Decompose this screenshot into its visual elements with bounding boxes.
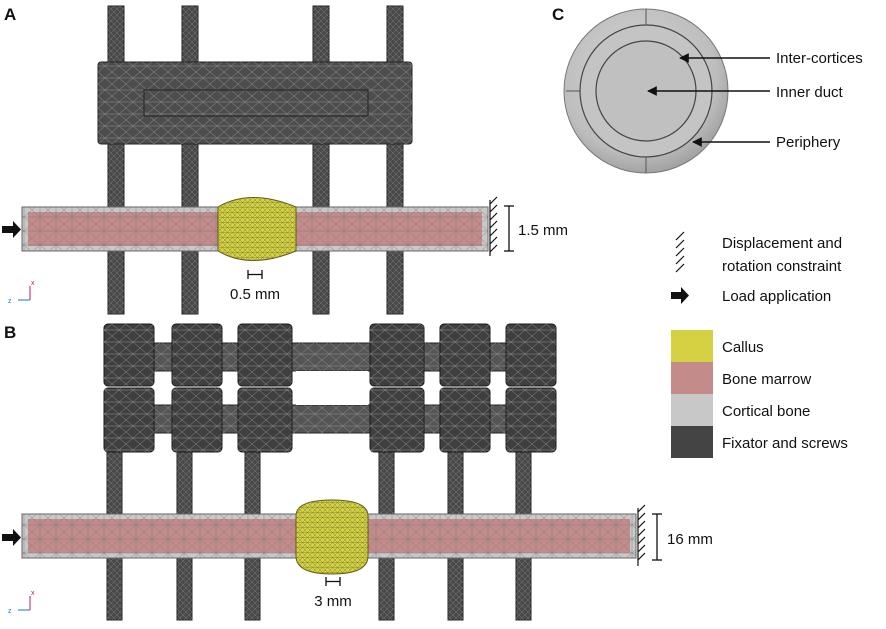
- axis-x-label: x: [31, 280, 35, 287]
- panel-b-gap-label: 3 mm: [314, 593, 352, 610]
- legend-swatch-cortical-bone: [671, 394, 713, 426]
- panel-b-diameter-dimension: [652, 513, 662, 561]
- legend-swatch-fixator: [671, 426, 713, 458]
- clamp-mesh: [104, 324, 154, 386]
- panel-a-diameter-dimension: [504, 205, 514, 252]
- panel-a-screws: [107, 5, 404, 315]
- clamp-mesh: [172, 388, 222, 452]
- fixator-window: [296, 371, 368, 405]
- legend-load-arrow-icon: [671, 287, 689, 304]
- callus-mesh: [218, 197, 296, 261]
- panel-b-bone: [21, 499, 637, 575]
- legend-constraint-label-2: rotation constraint: [722, 258, 842, 275]
- panel-a-bone: [21, 197, 489, 261]
- legend-swatch-bone-marrow: [671, 362, 713, 394]
- screw-mesh: [182, 6, 198, 314]
- clamp-mesh: [370, 324, 424, 386]
- clamp-mesh: [238, 388, 292, 452]
- screw-mesh: [313, 6, 329, 314]
- fixator-slot: [143, 89, 369, 117]
- panel-b-load-arrow: [2, 529, 21, 546]
- fixator-mesh: [98, 62, 412, 144]
- legend-swatch-callus: [671, 330, 713, 362]
- panel-b: B: [2, 323, 713, 621]
- legend: Displacement and rotation constraint Loa…: [671, 231, 848, 458]
- axis-x-label: x: [31, 590, 35, 597]
- legend-label-cortical-bone: Cortical bone: [722, 403, 810, 420]
- panel-b-constraint-hatch: [637, 504, 646, 566]
- panel-a-fixator: [97, 61, 413, 145]
- panel-b-diameter-label: 16 mm: [667, 531, 713, 548]
- panel-a-load-arrow: [2, 221, 21, 238]
- panel-b-clamps: [103, 323, 557, 453]
- panel-b-letter: B: [4, 323, 16, 342]
- clamp-mesh: [440, 324, 490, 386]
- clamp-mesh: [238, 324, 292, 386]
- axis-z-label: z: [8, 608, 12, 615]
- panel-b-axis-triad: x z: [8, 590, 35, 615]
- panel-c-label-periphery: Periphery: [776, 134, 841, 151]
- panel-c-label-inner-duct: Inner duct: [776, 84, 844, 101]
- legend-load-label: Load application: [722, 288, 831, 305]
- panel-a-gap-dimension: [247, 270, 263, 279]
- clamp-mesh: [440, 388, 490, 452]
- panel-a-constraint-hatch: [489, 196, 498, 256]
- screw-mesh: [387, 6, 403, 314]
- panel-a-gap-label: 0.5 mm: [230, 286, 280, 303]
- screw-mesh: [108, 6, 124, 314]
- legend-constraint-hatch-icon: [675, 231, 685, 273]
- panel-b-gap-dimension: [325, 577, 341, 586]
- legend-constraint-label-1: Displacement and: [722, 235, 842, 252]
- panel-a-diameter-label: 1.5 mm: [518, 222, 568, 239]
- clamp-mesh: [172, 324, 222, 386]
- legend-label-bone-marrow: Bone marrow: [722, 371, 811, 388]
- legend-label-fixator: Fixator and screws: [722, 435, 848, 452]
- clamp-mesh: [506, 324, 556, 386]
- panel-c-letter: C: [552, 5, 564, 24]
- panel-a-letter: A: [4, 5, 16, 24]
- clamp-mesh: [506, 388, 556, 452]
- callus-mesh: [296, 500, 368, 574]
- panel-c-label-inter-cortices: Inter-cortices: [776, 50, 863, 67]
- legend-label-callus: Callus: [722, 339, 764, 356]
- panel-c-leader-arrows: [647, 53, 770, 147]
- panel-a-axis-triad: x z: [8, 280, 35, 305]
- axis-z-label: z: [8, 298, 12, 305]
- panel-a: A: [2, 5, 568, 315]
- clamp-mesh: [104, 388, 154, 452]
- clamp-mesh: [370, 388, 424, 452]
- panel-c: C Inter-cortices Inner duct Periphery: [552, 5, 863, 174]
